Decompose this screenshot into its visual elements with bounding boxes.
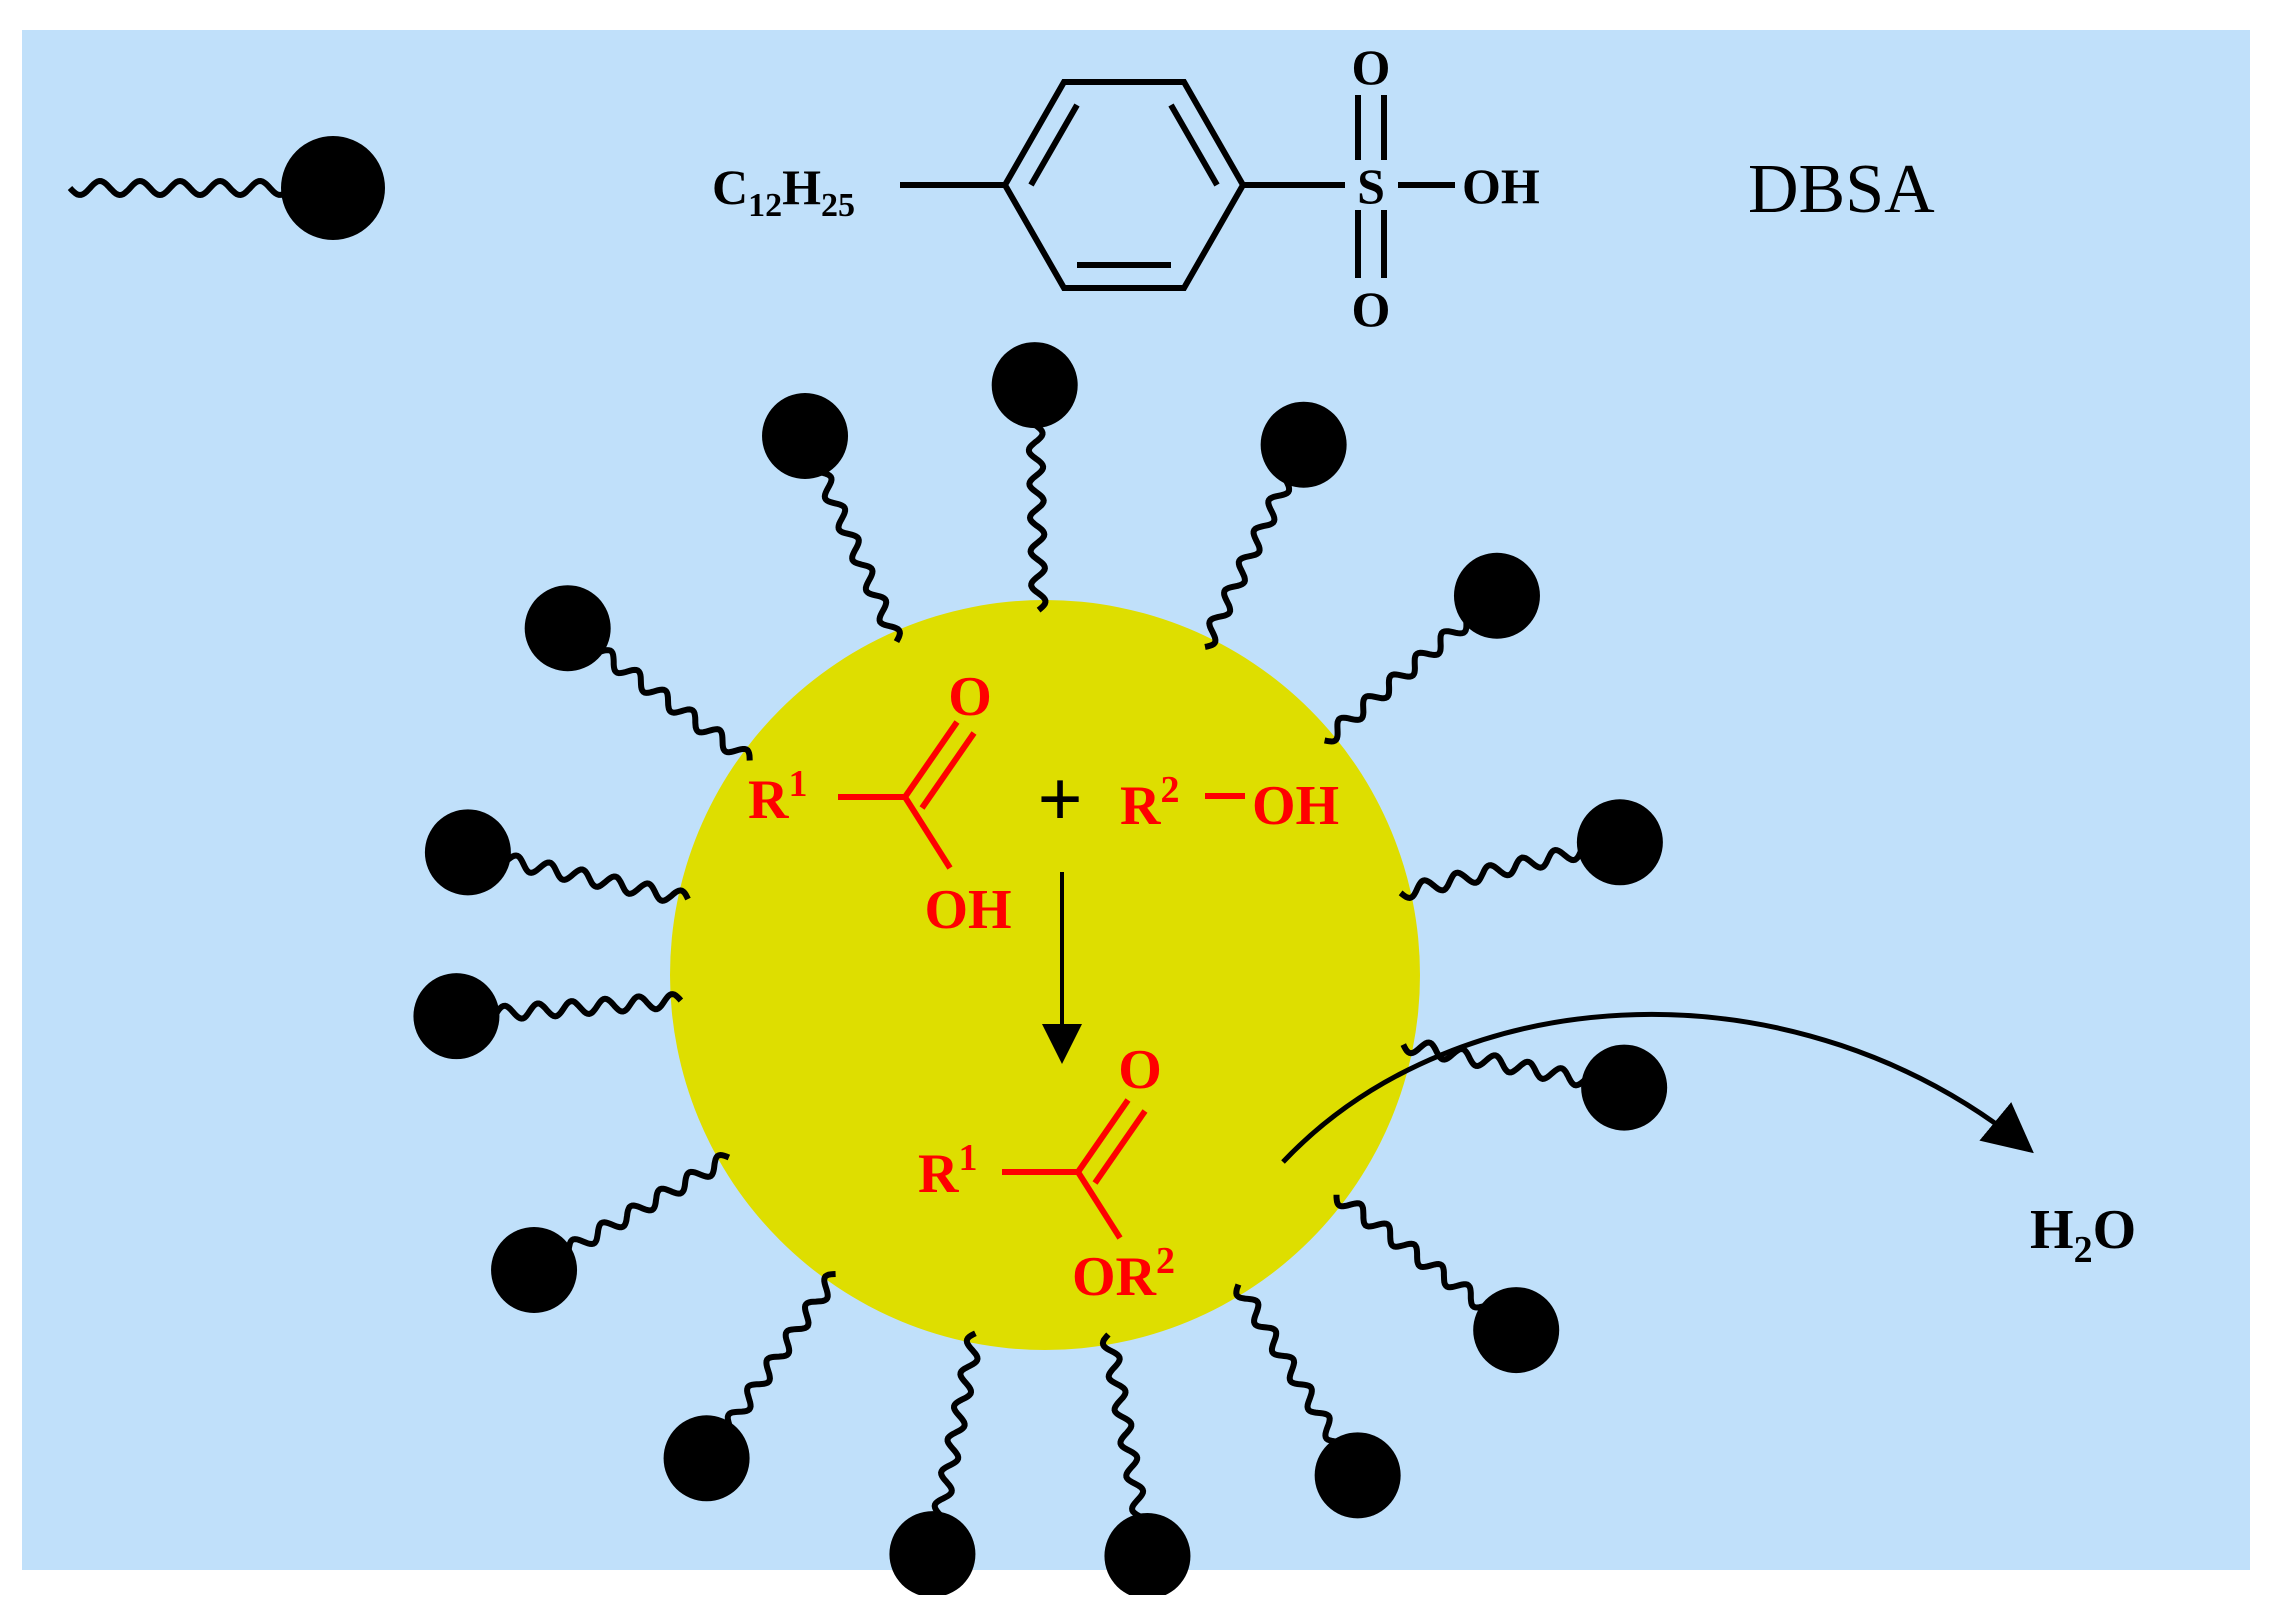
hydrophobic-tail	[599, 647, 753, 761]
hydrophilic-head	[1453, 552, 1540, 639]
micelle-surfactant-8	[889, 1330, 981, 1598]
acid-oh-bond	[902, 795, 953, 870]
hydrophilic-head	[762, 393, 849, 480]
micelle-surfactant-12	[1400, 1039, 1668, 1131]
hydrophilic-head	[1104, 1513, 1191, 1600]
hydrophobic-tail	[724, 1271, 836, 1427]
ring-double-bond-2	[1168, 103, 1220, 187]
hydrophilic-head	[1581, 1044, 1668, 1131]
carboxylic-acid	[838, 720, 977, 870]
acid-carbonyl-bond-b	[919, 731, 977, 810]
alcohol-hydroxyl: OH	[1252, 775, 1339, 837]
ester-alkoxy-group: OR2	[1072, 1240, 1175, 1308]
sulfonic-hydroxyl: OH	[1462, 158, 1540, 214]
micelle-surfactant-10	[1233, 1283, 1401, 1519]
acid-carbonyl-oxygen: O	[948, 666, 992, 728]
micelle-surfactant-9	[1099, 1332, 1191, 1600]
micelle-surfactant-15	[1204, 401, 1347, 650]
hydrophilic-head	[1473, 1287, 1560, 1374]
sulfonyl-oxygen-bottom: O	[1352, 281, 1391, 337]
hydrophobic-tail	[1025, 422, 1049, 613]
ester-r-group: R1	[918, 1137, 977, 1205]
hydrophobic-tail	[565, 1151, 731, 1251]
micelle-surfactant-13	[1398, 799, 1663, 901]
ester-carbonyl-bond-a	[1075, 1098, 1131, 1174]
alcohol-r-group: R2	[1120, 769, 1179, 837]
ester-carbonyl-oxygen: O	[1118, 1039, 1162, 1101]
hydrophilic-head	[413, 973, 500, 1060]
dbsa-structure	[900, 79, 1455, 291]
hydrophobic-tail	[1099, 1332, 1147, 1520]
ester-or-bond	[1075, 1170, 1123, 1240]
hydrophilic-head	[1314, 1432, 1401, 1519]
micelle-surfactant-14	[1324, 552, 1540, 745]
micelle-surfactant-6	[491, 1151, 731, 1313]
micelle-surfactant-11	[1333, 1194, 1560, 1374]
micelle-surfactant-4	[424, 809, 691, 904]
alkyl-chain-formula: C12H25	[712, 159, 855, 224]
hydrophobic-tail	[820, 469, 903, 643]
acid-hydroxyl: OH	[924, 879, 1011, 941]
legend-surfactant	[67, 136, 385, 240]
sulfonyl-oxygen-top: O	[1352, 39, 1391, 95]
legend-surfactant-molecule	[67, 136, 385, 240]
ester	[1002, 1098, 1148, 1240]
hydrophobic-tail	[1398, 846, 1584, 901]
sulfur-atom: S	[1357, 158, 1385, 214]
dbsa-label: DBSA	[1748, 151, 1935, 228]
micelle-surfactant-7	[663, 1271, 836, 1502]
hydrophobic-tail	[1204, 479, 1293, 650]
water-byproduct: H2O	[2030, 1199, 2136, 1271]
hydrophilic-head	[1576, 799, 1663, 886]
ring-double-bond-1	[1028, 103, 1080, 187]
micelle-surfactant-5	[413, 973, 684, 1060]
hydrophilic-head	[491, 1227, 578, 1313]
acid-r-group: R1	[748, 763, 807, 831]
acid-carbonyl-bond-a	[902, 720, 960, 799]
hydrophilic-head	[281, 136, 385, 240]
micelle-surfactant-3	[524, 585, 753, 761]
micelle-surfactants	[413, 342, 1668, 1600]
hydrophobic-tail	[1400, 1039, 1587, 1089]
hydrophobic-tail	[931, 1330, 981, 1517]
hydrophilic-head	[524, 585, 611, 672]
hydrophobic-tail	[1233, 1283, 1337, 1445]
hydrophobic-tail	[505, 852, 691, 904]
hydrophilic-head	[991, 342, 1078, 429]
hydrophilic-head	[424, 809, 511, 896]
hydrophilic-head	[889, 1511, 976, 1598]
water-removal-arrow	[1281, 1012, 2034, 1164]
plus-sign: +	[1037, 756, 1083, 844]
micelle-core	[670, 600, 1420, 1350]
micelle-surfactant-2	[762, 393, 903, 643]
hydrophobic-tail	[67, 177, 293, 199]
ester-carbonyl-bond-b	[1092, 1109, 1148, 1185]
hydrophilic-head	[1260, 401, 1347, 488]
hydrophobic-tail	[1333, 1194, 1486, 1311]
hydrophilic-head	[663, 1415, 750, 1502]
micelle-surfactant-1	[991, 342, 1078, 613]
hydrophobic-tail	[1324, 621, 1470, 745]
hydrophobic-tail	[493, 991, 684, 1022]
